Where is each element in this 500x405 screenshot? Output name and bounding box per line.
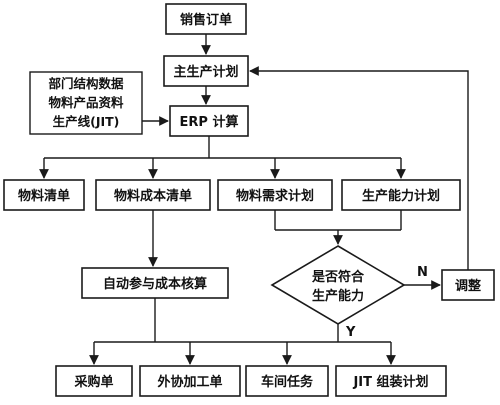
capacity-plan-box: 生产能力计划 — [341, 179, 461, 211]
edge-label-no: N — [417, 265, 428, 280]
cost-bom-label: 物料成本清单 — [114, 188, 192, 204]
master-schedule-label: 主生产计划 — [173, 64, 238, 80]
master-schedule-box: 主生产计划 — [163, 55, 249, 87]
outsource-box: 外协加工单 — [139, 365, 241, 397]
jit-plan-label: JIT 组装计划 — [352, 374, 428, 390]
purchase-label: 采购单 — [73, 374, 113, 390]
purchase-box: 采购单 — [55, 365, 133, 397]
adjust-label: 调整 — [455, 278, 482, 294]
capacity-plan-label: 生产能力计划 — [362, 188, 440, 204]
workshop-label: 车间任务 — [261, 374, 314, 390]
erp-box: ERP 计算 — [169, 105, 249, 137]
arrow-adjust-feedback — [249, 66, 469, 270]
auto-cost-box: 自动参与成本核算 — [81, 267, 229, 299]
capacity-check-diamond: 是否符合 生产能力 — [270, 245, 406, 325]
auto-cost-label: 自动参与成本核算 — [103, 276, 207, 292]
bom-box: 物料清单 — [3, 179, 85, 211]
mrp-box: 物料需求计划 — [217, 179, 333, 211]
input-data-line3: 生产线(JIT) — [53, 114, 120, 129]
cost-bom-box: 物料成本清单 — [95, 179, 211, 211]
input-data-box: 部门结构数据 物料产品资料 生产线(JIT) — [29, 71, 143, 135]
input-data-line2: 物料产品资料 — [48, 95, 124, 110]
edge-label-yes: Y — [345, 325, 356, 340]
bom-label: 物料清单 — [18, 188, 70, 204]
erp-label: ERP 计算 — [180, 114, 239, 130]
outsource-label: 外协加工单 — [156, 374, 222, 390]
decision-line1: 是否符合 — [311, 269, 365, 285]
input-data-line1: 部门结构数据 — [48, 76, 124, 91]
decision-line2: 生产能力 — [312, 288, 364, 304]
sales-order-label: 销售订单 — [180, 12, 232, 28]
mrp-label: 物料需求计划 — [236, 188, 314, 204]
sales-order-box: 销售订单 — [165, 3, 247, 35]
jit-plan-box: JIT 组装计划 — [335, 365, 447, 397]
workshop-box: 车间任务 — [245, 365, 329, 397]
adjust-box: 调整 — [441, 269, 495, 301]
